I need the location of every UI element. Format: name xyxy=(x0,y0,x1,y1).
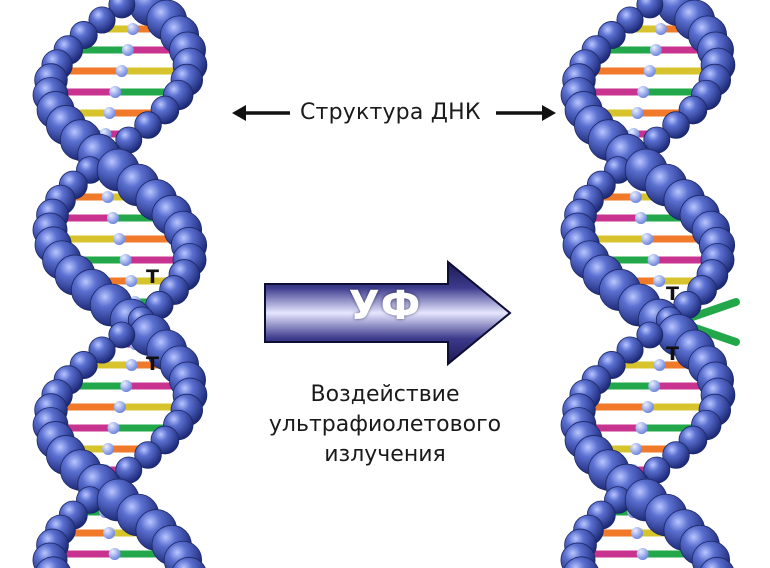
uv-arrow-icon xyxy=(264,259,512,367)
right-base-label: T xyxy=(666,343,679,365)
uv-description-line: Воздействие xyxy=(310,382,460,407)
arrow-right-icon xyxy=(496,105,556,121)
uv-description: Воздействие ультрафиолетового излучения xyxy=(230,380,540,470)
diagram-title: Структура ДНК xyxy=(300,100,481,125)
left-base-label: T xyxy=(146,266,159,288)
helix-backbone xyxy=(560,0,736,568)
left-base-label: T xyxy=(146,353,159,375)
right-base-label: T xyxy=(666,283,679,305)
uv-description-line: ультрафиолетового xyxy=(268,412,502,437)
dna-helix-icon xyxy=(32,0,208,568)
uv-arrow-label: УФ xyxy=(348,283,422,329)
uv-description-line: излучения xyxy=(324,442,446,467)
dna-helix-icon xyxy=(560,0,740,568)
helix-backbone xyxy=(32,0,208,568)
arrow-left-icon xyxy=(232,105,290,121)
